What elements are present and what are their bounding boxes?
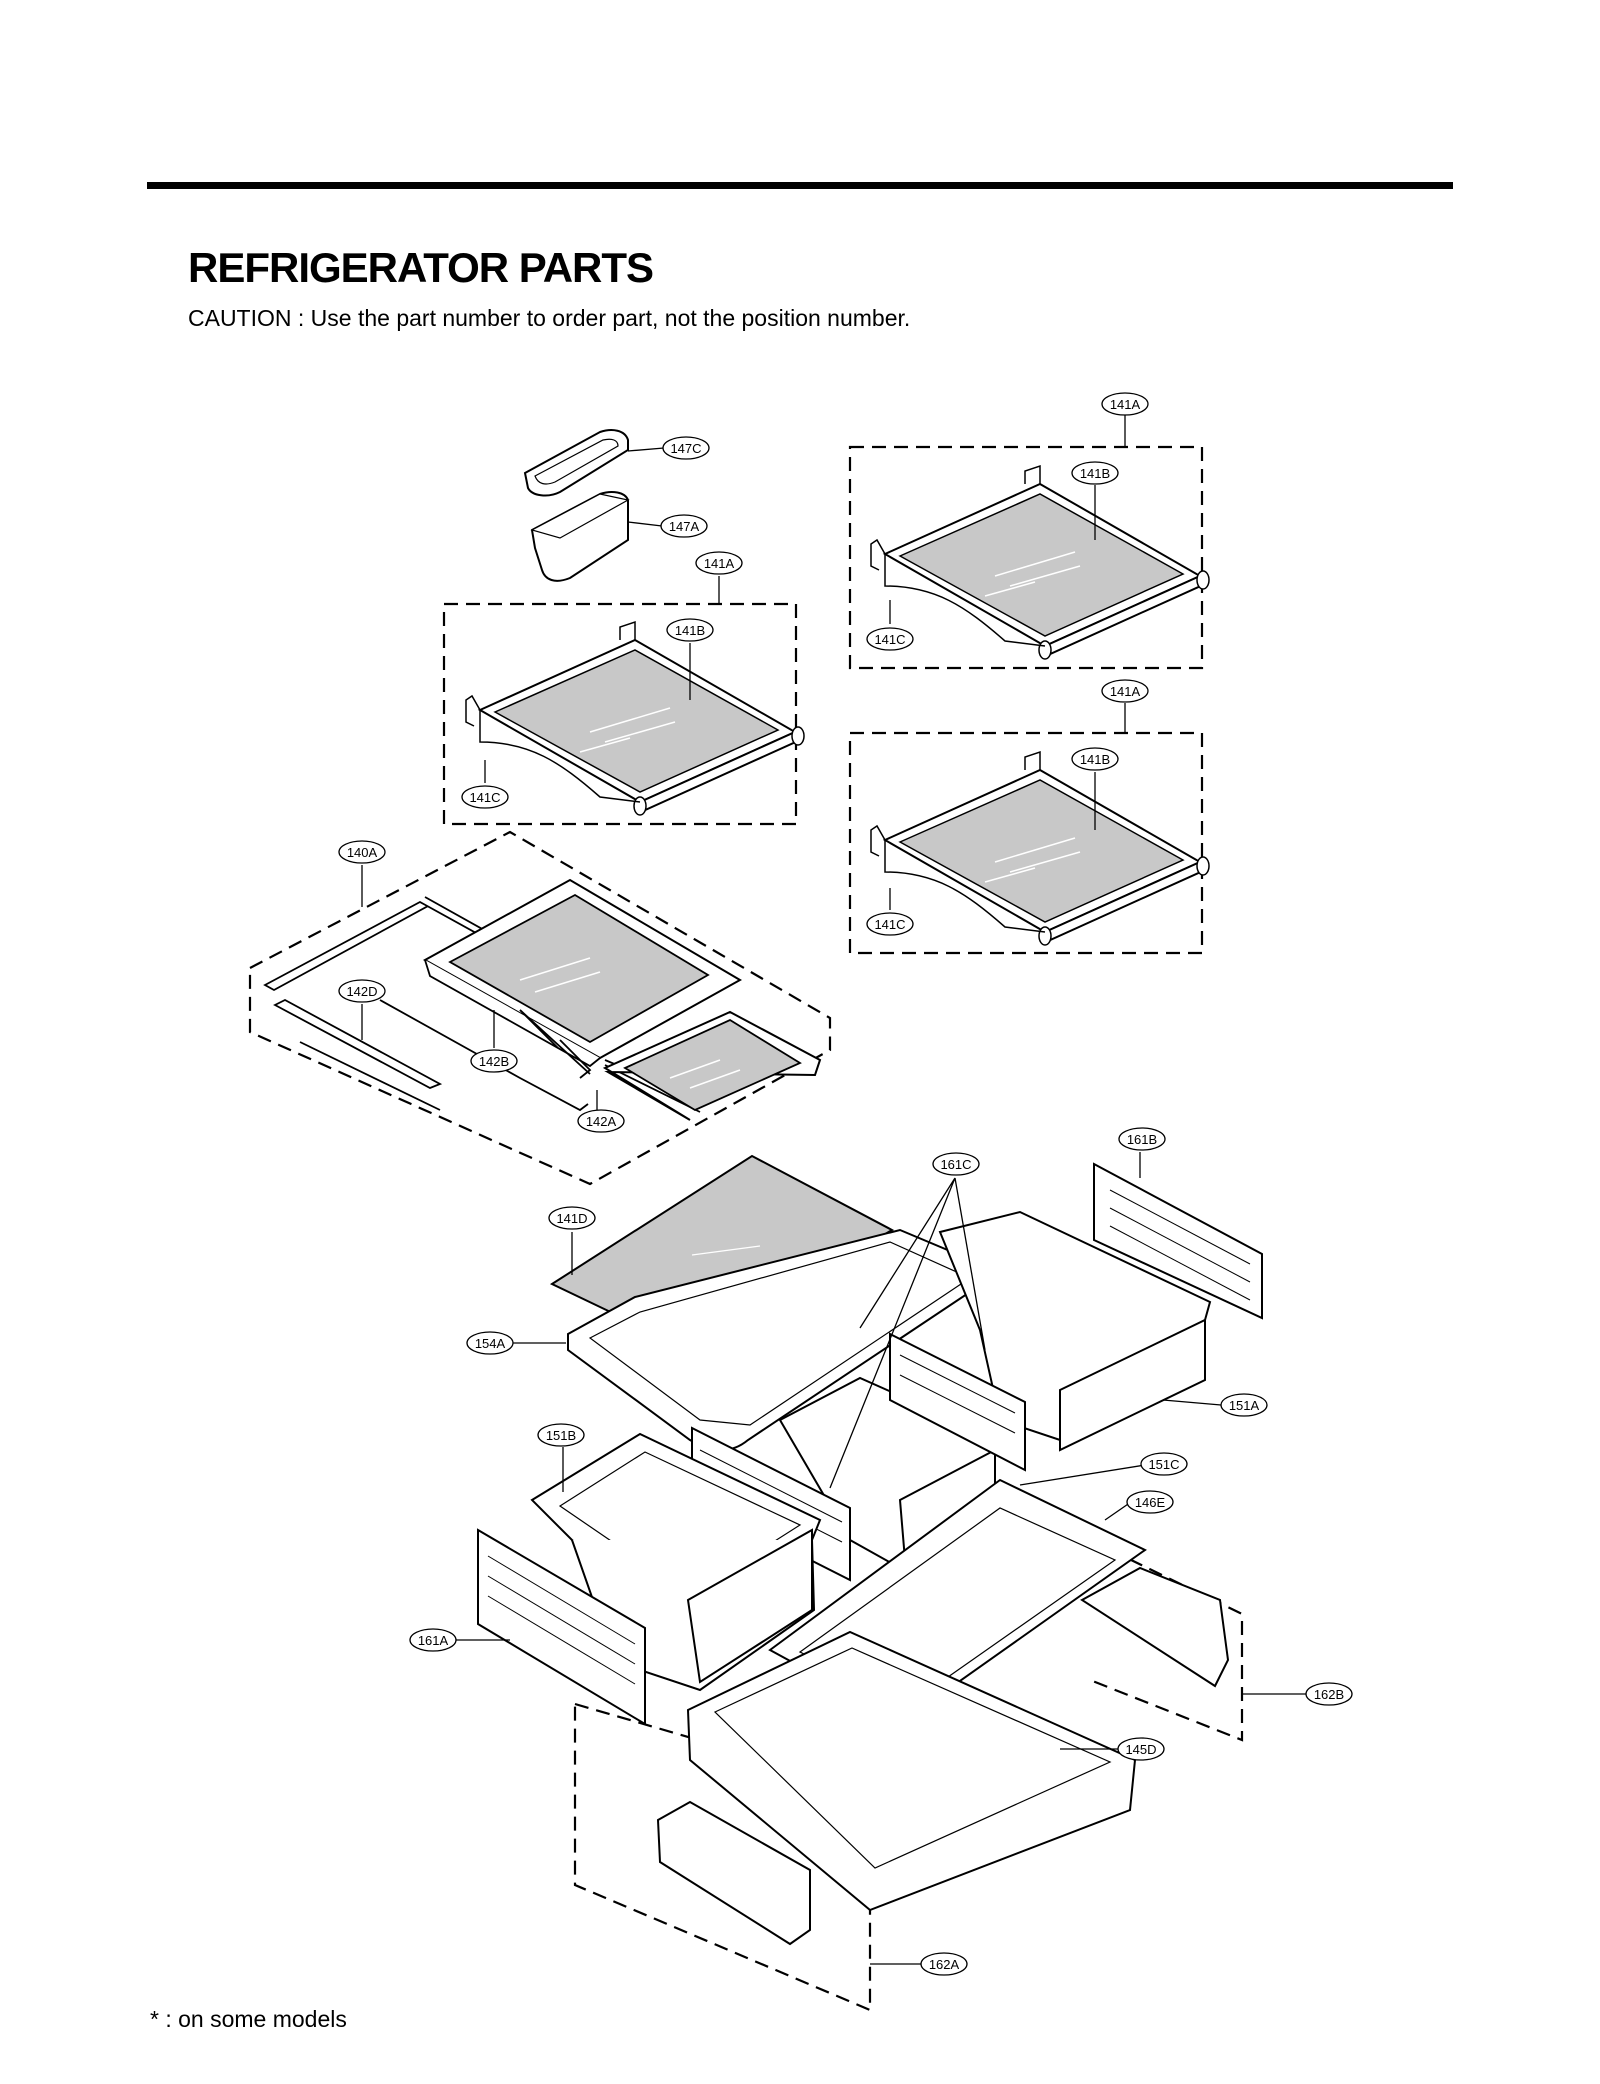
callout-162B: 162B <box>1305 1682 1353 1706</box>
footnote: * : on some models <box>150 2006 347 2032</box>
divider-161A <box>477 1528 646 1726</box>
callout-151C: 151C <box>1140 1452 1188 1476</box>
shelf-141-top <box>870 465 1210 660</box>
svg-text:145D: 145D <box>1125 1742 1156 1757</box>
callout-142A: 142A <box>577 1109 625 1133</box>
bin-lid-147C <box>523 429 629 497</box>
svg-text:147C: 147C <box>670 441 701 456</box>
group-box-140A <box>248 830 832 1186</box>
callout-141B-top: 141B <box>1071 461 1119 485</box>
callout-161B: 161B <box>1118 1127 1166 1151</box>
svg-text:161B: 161B <box>1127 1132 1157 1147</box>
callout-154A: 154A <box>466 1331 514 1355</box>
svg-text:154A: 154A <box>475 1336 506 1351</box>
svg-text:162A: 162A <box>929 1957 960 1972</box>
bin-147A <box>530 491 630 582</box>
folding-shelf-140A <box>263 878 822 1121</box>
svg-text:141C: 141C <box>874 917 905 932</box>
svg-text:141B: 141B <box>1080 752 1110 767</box>
callout-141A-left: 141A <box>695 551 743 575</box>
callout-141B-mid: 141B <box>1071 747 1119 771</box>
callout-141C-left: 141C <box>461 785 509 809</box>
callout-147C: 147C <box>662 436 710 460</box>
callout-140A: 140A <box>338 840 386 864</box>
svg-text:162B: 162B <box>1314 1687 1344 1702</box>
svg-text:141B: 141B <box>675 623 705 638</box>
callout-161A: 161A <box>409 1628 457 1652</box>
svg-text:142B: 142B <box>479 1054 509 1069</box>
pan-145D <box>686 1630 1137 1912</box>
svg-text:141D: 141D <box>556 1211 587 1226</box>
caution-note: CAUTION : Use the part number to order p… <box>188 305 911 331</box>
header-rule <box>147 182 1453 189</box>
svg-text:141C: 141C <box>874 632 905 647</box>
svg-text:147A: 147A <box>669 519 700 534</box>
svg-text:141A: 141A <box>704 556 735 571</box>
callout-162A: 162A <box>920 1952 968 1976</box>
group-box-141A-left <box>442 602 798 826</box>
svg-text:141B: 141B <box>1080 466 1110 481</box>
callout-147A: 147A <box>660 514 708 538</box>
shelf-141-mid <box>870 751 1210 946</box>
svg-text:142D: 142D <box>346 984 377 999</box>
svg-text:146E: 146E <box>1135 1495 1166 1510</box>
svg-text:141A: 141A <box>1110 684 1141 699</box>
svg-text:151C: 151C <box>1148 1457 1179 1472</box>
callout-141C-top: 141C <box>866 627 914 651</box>
group-box-162B <box>1089 1539 1244 1742</box>
callout-161C: 161C <box>932 1152 980 1176</box>
callout-142B: 142B <box>470 1049 518 1073</box>
callout-142D: 142D <box>338 979 386 1003</box>
callout-141C-mid: 141C <box>866 912 914 936</box>
rail-162A <box>656 1800 811 1946</box>
svg-text:142A: 142A <box>586 1114 617 1129</box>
callout-145D: 145D <box>1117 1737 1165 1761</box>
svg-text:161A: 161A <box>418 1633 449 1648</box>
group-box-141A-mid <box>848 731 1204 955</box>
svg-text:140A: 140A <box>347 845 378 860</box>
callout-146E: 146E <box>1126 1490 1174 1514</box>
svg-text:141A: 141A <box>1110 397 1141 412</box>
svg-text:151A: 151A <box>1229 1398 1260 1413</box>
callout-141D: 141D <box>548 1206 596 1230</box>
divider-161B <box>1093 1162 1263 1320</box>
callout-151B: 151B <box>537 1423 585 1447</box>
drawer-151A <box>938 1210 1212 1452</box>
shelf-141-left <box>465 621 805 816</box>
svg-text:161C: 161C <box>940 1157 971 1172</box>
callout-151A: 151A <box>1220 1393 1268 1417</box>
callout-141B-left: 141B <box>666 618 714 642</box>
group-box-141A-top <box>848 445 1204 670</box>
page-title: REFRIGERATOR PARTS <box>188 244 654 291</box>
rail-162B <box>1080 1566 1230 1688</box>
callout-141A-top: 141A <box>1101 392 1149 416</box>
svg-text:151B: 151B <box>546 1428 576 1443</box>
svg-text:141C: 141C <box>469 790 500 805</box>
callout-141A-mid: 141A <box>1101 679 1149 703</box>
